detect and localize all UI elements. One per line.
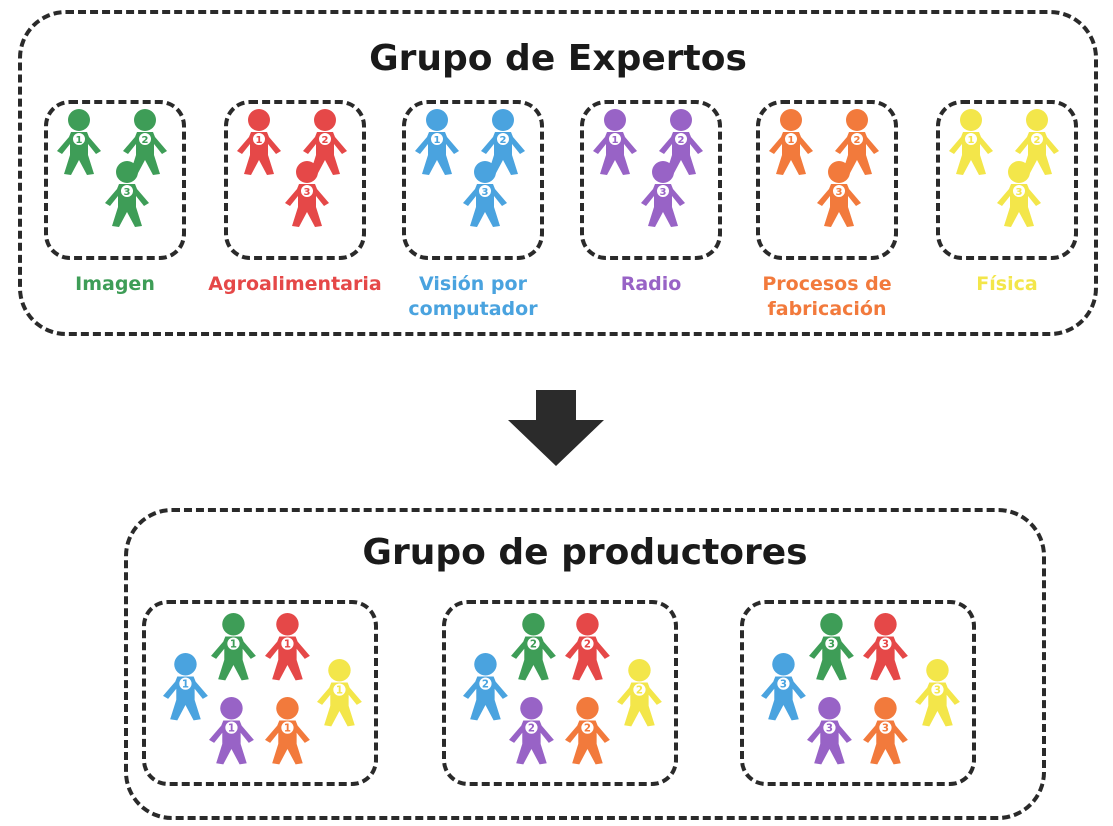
producer-subgroup-box [442, 600, 678, 786]
expert-subgroup-box [580, 100, 722, 260]
person-number: 2 [500, 135, 507, 146]
person-icon: 1 [317, 659, 362, 727]
person-icon: 2 [617, 659, 662, 727]
person-number: 3 [882, 640, 889, 651]
person-number: 1 [256, 135, 263, 146]
person-number: 1 [612, 135, 619, 146]
person-number: 2 [584, 640, 591, 651]
expert-subgroup-box [756, 100, 898, 260]
person-number: 2 [322, 135, 329, 146]
person-icon: 3 [863, 613, 908, 681]
producers-group-title: Grupo de productores [362, 532, 808, 573]
person-icon: 1 [769, 109, 813, 175]
person-number: 1 [76, 135, 83, 146]
person-icon: 1 [163, 653, 208, 721]
person-number: 3 [304, 187, 311, 198]
person-number: 1 [228, 724, 235, 735]
person-number: 3 [660, 187, 667, 198]
person-number: 3 [836, 187, 843, 198]
person-icon: 1 [265, 613, 310, 681]
person-icon: 3 [817, 161, 861, 227]
person-icon: 2 [123, 109, 167, 175]
person-icon: 2 [565, 613, 610, 681]
person-icon: 3 [863, 697, 908, 765]
person-icon: 2 [565, 697, 610, 765]
person-number: 1 [788, 135, 795, 146]
person-icon: 3 [807, 697, 852, 765]
person-number: 1 [284, 640, 291, 651]
person-number: 1 [284, 724, 291, 735]
person-icon: 3 [105, 161, 149, 227]
person-number: 3 [780, 680, 787, 691]
person-icon: 2 [509, 697, 554, 765]
expert-subgroup-box [44, 100, 186, 260]
person-icon: 3 [915, 659, 960, 727]
person-icon: 3 [463, 161, 507, 227]
producer-subgroup-box [142, 600, 378, 786]
person-number: 3 [828, 640, 835, 651]
person-number: 2 [482, 680, 489, 691]
person-icon: 2 [463, 653, 508, 721]
producers-group-box: Grupo de productores [124, 508, 1046, 820]
expert-group-label: Agroalimentaria [208, 273, 382, 295]
expert-group-label: Radio [620, 273, 682, 295]
person-number: 2 [1034, 135, 1041, 146]
person-number: 1 [182, 680, 189, 691]
person-number: 3 [482, 187, 489, 198]
person-number: 1 [230, 640, 237, 651]
expert-group-label: Imagen [75, 273, 155, 295]
expert-group-label: Procesos de fabricación [762, 273, 892, 320]
person-number: 1 [434, 135, 441, 146]
person-number: 2 [530, 640, 537, 651]
person-icon: 3 [285, 161, 329, 227]
person-number: 2 [584, 724, 591, 735]
experts-group-title: Grupo de Expertos [369, 38, 747, 79]
person-number: 3 [826, 724, 833, 735]
person-icon: 1 [57, 109, 101, 175]
person-number: 2 [528, 724, 535, 735]
person-number: 1 [336, 686, 343, 697]
person-icon: 3 [641, 161, 685, 227]
person-number: 2 [142, 135, 149, 146]
person-icon: 1 [237, 109, 281, 175]
person-number: 2 [854, 135, 861, 146]
person-icon: 2 [511, 613, 556, 681]
person-number: 3 [882, 724, 889, 735]
expert-subgroup-box [936, 100, 1078, 260]
expert-group-label: Visión por computador [408, 273, 538, 320]
person-icon: 1 [265, 697, 310, 765]
experts-group-box: Grupo de Expertos [18, 10, 1098, 336]
expert-subgroup-box [224, 100, 366, 260]
person-number: 2 [636, 686, 643, 697]
expert-group-label: Física [976, 273, 1038, 295]
person-icon: 1 [209, 697, 254, 765]
person-number: 1 [968, 135, 975, 146]
down-arrow-icon [508, 390, 604, 466]
person-number: 2 [678, 135, 685, 146]
expert-subgroup-box [402, 100, 544, 260]
person-icon: 3 [761, 653, 806, 721]
person-icon: 1 [211, 613, 256, 681]
person-number: 3 [1016, 187, 1023, 198]
person-icon: 1 [593, 109, 637, 175]
person-number: 3 [124, 187, 131, 198]
person-icon: 1 [949, 109, 993, 175]
person-icon: 1 [415, 109, 459, 175]
producer-subgroup-box [740, 600, 976, 786]
person-number: 3 [934, 686, 941, 697]
person-icon: 3 [809, 613, 854, 681]
person-icon: 3 [997, 161, 1041, 227]
